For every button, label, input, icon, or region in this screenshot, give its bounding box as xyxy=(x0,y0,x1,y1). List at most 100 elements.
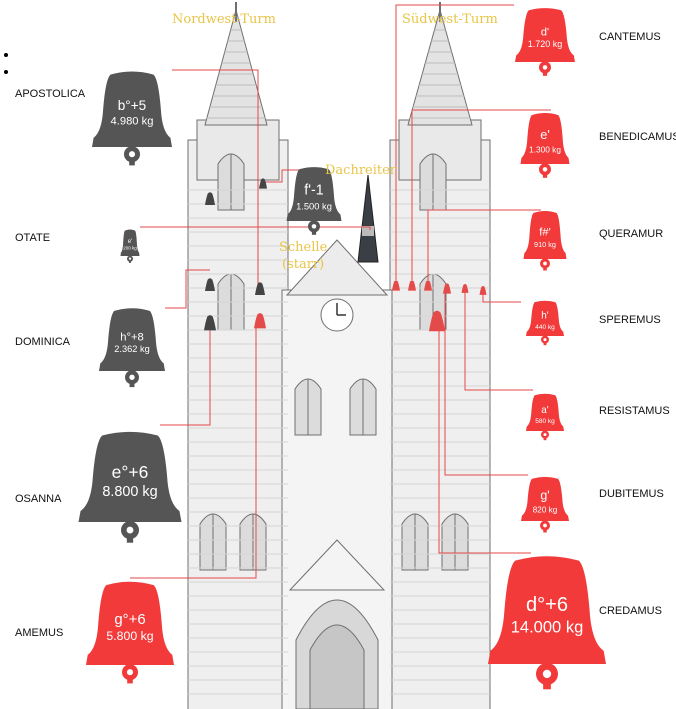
bell-body xyxy=(523,210,567,259)
bell-osanna: e°+68.800 kg xyxy=(78,431,182,543)
bell-clapper-stem xyxy=(543,434,547,441)
name-cantemus: CANTEMUS xyxy=(599,31,661,43)
tower-bell-marker xyxy=(429,310,445,332)
bell-body xyxy=(488,556,606,664)
bell-body xyxy=(78,431,182,522)
bell-note: b°+5 xyxy=(118,98,147,113)
bell-clapper-hole xyxy=(543,433,547,437)
bell-clapper-stem xyxy=(542,169,548,178)
bell-body xyxy=(99,308,165,371)
tower-bell-marker xyxy=(408,280,416,291)
bell-note: a' xyxy=(541,405,548,416)
connector-line xyxy=(464,290,533,391)
dachreiter-opening xyxy=(362,226,374,236)
bell-weight: 14.000 kg xyxy=(511,617,584,636)
bell-benedicamus: e'1.300 kg xyxy=(520,113,570,178)
bell-clapper-stem xyxy=(311,226,317,235)
bell-clapper-stem xyxy=(127,672,133,684)
bell-note: g' xyxy=(540,488,549,502)
connector-line xyxy=(130,320,257,579)
bell-speremus: h'440 kg xyxy=(526,300,564,346)
connector-line xyxy=(165,269,210,309)
label-suedwest-turm: Südwest-Turm xyxy=(402,12,498,27)
bell-amemus: g°+65.800 kg xyxy=(86,581,174,684)
bell-note: g°+6 xyxy=(114,611,145,628)
bell-clapper-stem xyxy=(129,377,135,388)
bell-clapper-hole xyxy=(543,338,547,342)
bell-clapper-hole xyxy=(542,167,548,172)
label-schelle: Schelle xyxy=(279,240,328,255)
bell-cantemus: d'1.720 kg xyxy=(515,8,575,76)
bell-resistamus: a' 580 kg xyxy=(526,393,564,441)
tower-bell-marker xyxy=(259,178,267,189)
bell-weight: 4.980 kg xyxy=(111,115,154,127)
tower-bell-marker xyxy=(255,282,265,295)
bell-clapper-stem xyxy=(543,525,547,533)
portal-inner xyxy=(309,624,365,709)
name-otate: OTATE xyxy=(15,232,51,244)
bell-note: f#' xyxy=(539,226,550,238)
bell-clapper-hole xyxy=(543,523,547,528)
bell-note: h' xyxy=(541,311,548,322)
bell-clapper-hole xyxy=(126,669,134,676)
bell-otate: e'200 kg xyxy=(120,229,140,263)
name-dominica: DOMINICA xyxy=(15,336,70,348)
tower-bell-marker xyxy=(443,283,451,294)
bell-weight: 580 kg xyxy=(535,418,555,425)
bell-clapper-stem xyxy=(543,673,551,690)
connector-line xyxy=(395,4,514,280)
bell-clapper-hole xyxy=(129,374,135,380)
tower-bell-marker xyxy=(204,315,216,331)
bell-body xyxy=(521,476,569,521)
bell-clapper-hole xyxy=(128,151,136,158)
tower-bell-marker xyxy=(392,280,400,291)
connector-line xyxy=(172,69,259,285)
connector-line xyxy=(438,330,531,554)
south-tower xyxy=(389,139,491,709)
tower-bell-marker xyxy=(461,283,469,293)
name-benedicamus: BENEDICAMUS xyxy=(599,131,676,143)
bell-note: e' xyxy=(540,127,550,142)
tower-bell-marker xyxy=(479,285,487,295)
bell-weight: 2.362 kg xyxy=(114,344,149,354)
bell-clapper-hole xyxy=(126,526,134,534)
name-speremus: SPEREMUS xyxy=(599,314,661,326)
bell-clapper-stem xyxy=(128,258,132,263)
bell-apostolica: b°+5 4.980 kg xyxy=(92,71,172,166)
bell-weight: 820 kg xyxy=(533,506,558,515)
bell-dubitemus: g' 820 kg xyxy=(521,476,569,533)
bullet-dot xyxy=(4,70,8,74)
bell-clapper-stem xyxy=(543,339,547,346)
bell-clapper-hole xyxy=(128,257,132,260)
bell-body xyxy=(120,229,140,256)
bell-body xyxy=(515,8,575,63)
bell-weight: 1.500 kg xyxy=(296,202,332,212)
cathedral-facade xyxy=(187,2,491,709)
bell-body xyxy=(526,300,564,336)
bell-clapper-stem xyxy=(129,154,135,166)
bell-dachreiter-bell: f'-1 1.500 kg xyxy=(286,167,342,235)
bell-clapper-stem xyxy=(126,530,134,543)
bell-note: f'-1 xyxy=(304,183,323,199)
name-osanna: OSANNA xyxy=(15,493,62,505)
portal-gable xyxy=(288,539,386,591)
name-dubitemus: DUBITEMUS xyxy=(599,488,664,500)
bell-body xyxy=(86,581,174,665)
bell-note: h°+8 xyxy=(120,331,144,343)
connector-line xyxy=(427,209,541,280)
label-schelle-starr: (starr) xyxy=(282,257,325,272)
bell-note: d°+6 xyxy=(526,594,568,616)
south-spire xyxy=(407,8,473,126)
bell-weight: 8.800 kg xyxy=(102,484,157,500)
name-queramur: QUERAMUR xyxy=(599,228,664,240)
name-amemus: AMEMUS xyxy=(15,627,64,639)
bell-note: d' xyxy=(541,27,549,39)
tower-bell-marker xyxy=(254,313,266,329)
bell-clapper-hole xyxy=(542,669,552,679)
bell-weight: 1.720 kg xyxy=(528,39,563,49)
bell-body xyxy=(526,393,564,431)
tower-bell-marker xyxy=(424,280,432,291)
bell-weight: 200 kg xyxy=(123,245,137,250)
